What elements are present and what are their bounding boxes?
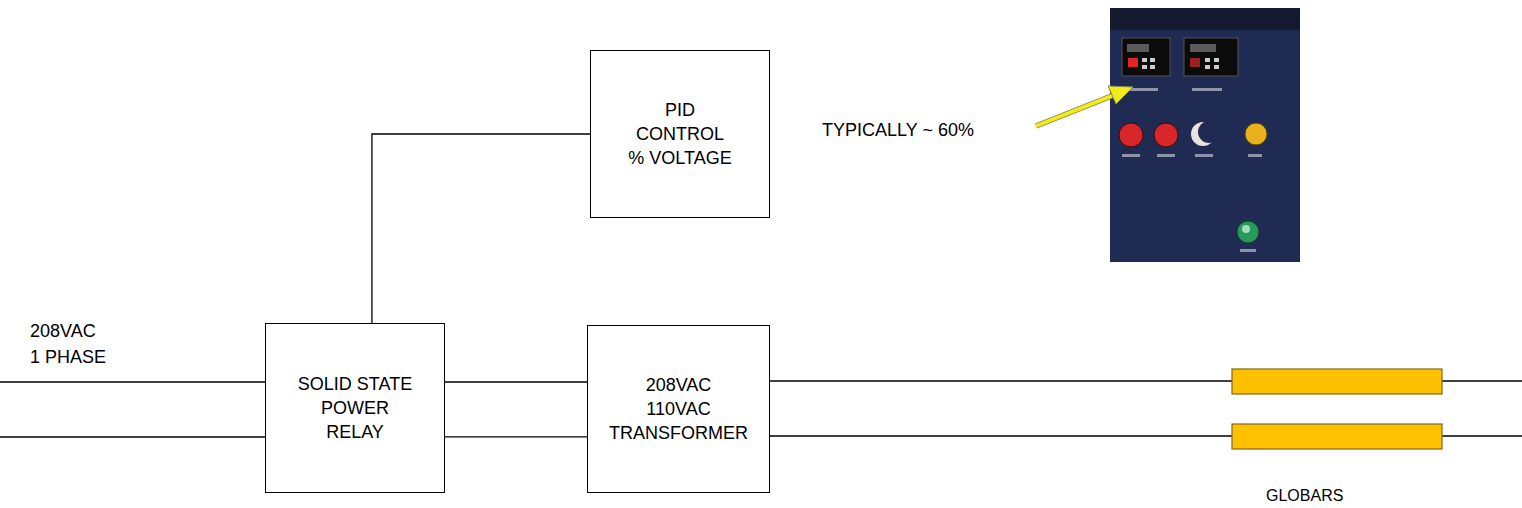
control-panel-photo [1110, 8, 1300, 262]
globar-element [1232, 424, 1442, 449]
box-text: 208VAC 110VAC TRANSFORMER [609, 373, 748, 445]
process-box: SOLID STATE POWER RELAY [265, 323, 445, 493]
output-wire [770, 435, 1232, 436]
input-wire [0, 381, 265, 382]
process-box: 208VAC 110VAC TRANSFORMER [587, 325, 770, 493]
globar-label: GLOBARS [1266, 483, 1343, 508]
wire-connector [445, 381, 587, 382]
input-wire [0, 436, 265, 437]
supply-label: 208VAC 1 PHASE [30, 318, 106, 370]
output-wire [1442, 435, 1522, 436]
box-text: PID CONTROL % VOLTAGE [628, 98, 731, 170]
output-wire [770, 380, 1232, 381]
wire-connector [445, 436, 587, 437]
globar-element [1232, 369, 1442, 394]
box-text: SOLID STATE POWER RELAY [298, 372, 412, 444]
setpoint-note: TYPICALLY ~ 60% [822, 117, 974, 143]
output-wire [1442, 380, 1522, 381]
wire-connector [372, 134, 590, 323]
pointer-arrow [1036, 86, 1133, 126]
process-box: PID CONTROL % VOLTAGE [590, 50, 770, 218]
